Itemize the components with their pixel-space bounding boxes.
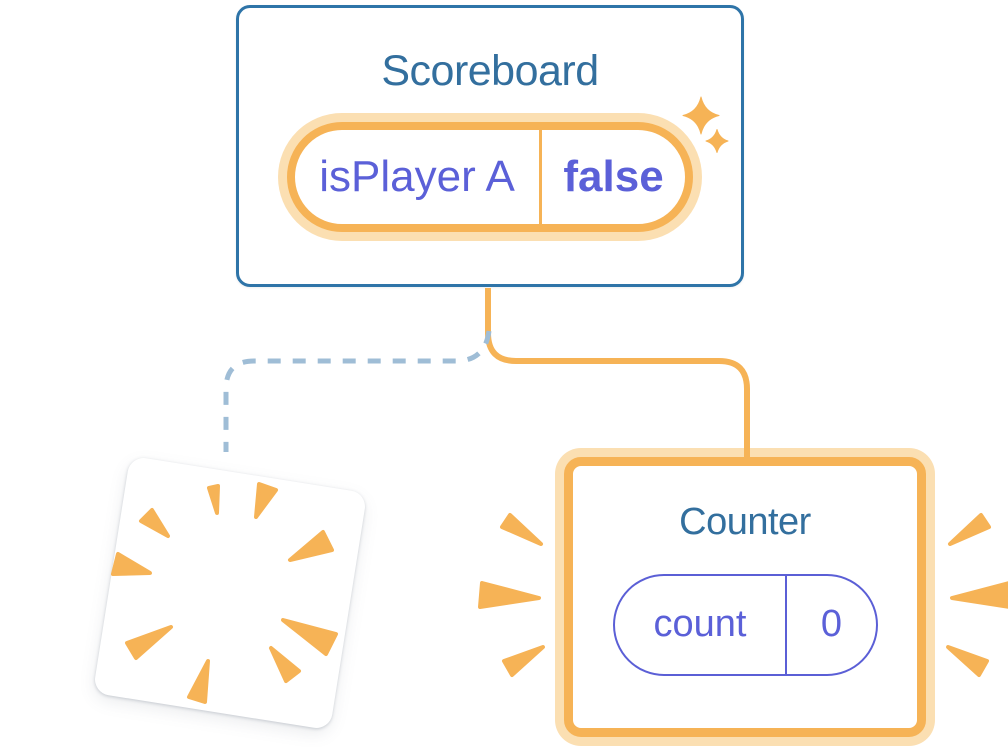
scoreboard-title: Scoreboard (381, 47, 599, 95)
connector-removed-line (223, 330, 492, 452)
scoreboard-state-pill: isPlayer A false (278, 113, 702, 242)
emphasis-burst-right-icon (946, 513, 1008, 677)
state-value-label: false (563, 152, 664, 202)
counter-card-inner: Counter count 0 (564, 457, 926, 737)
counter-state-pill-divider (785, 575, 788, 674)
emphasis-burst-left-icon (478, 513, 545, 677)
state-pill-divider (539, 130, 543, 225)
counter-state-key-label: count (653, 603, 747, 646)
state-key-label: isPlayer A (319, 152, 515, 202)
destroyed-component-card (92, 455, 368, 731)
scoreboard-state-pill-inner: isPlayer A false (287, 122, 693, 233)
counter-state-value-label: 0 (820, 603, 843, 646)
counter-card: Counter count 0 (555, 448, 935, 746)
counter-state-pill: count 0 (612, 573, 878, 676)
connector-kept-line (485, 288, 750, 464)
scoreboard-card: Scoreboard isPlayer A false (236, 5, 744, 287)
counter-title: Counter (679, 501, 811, 543)
